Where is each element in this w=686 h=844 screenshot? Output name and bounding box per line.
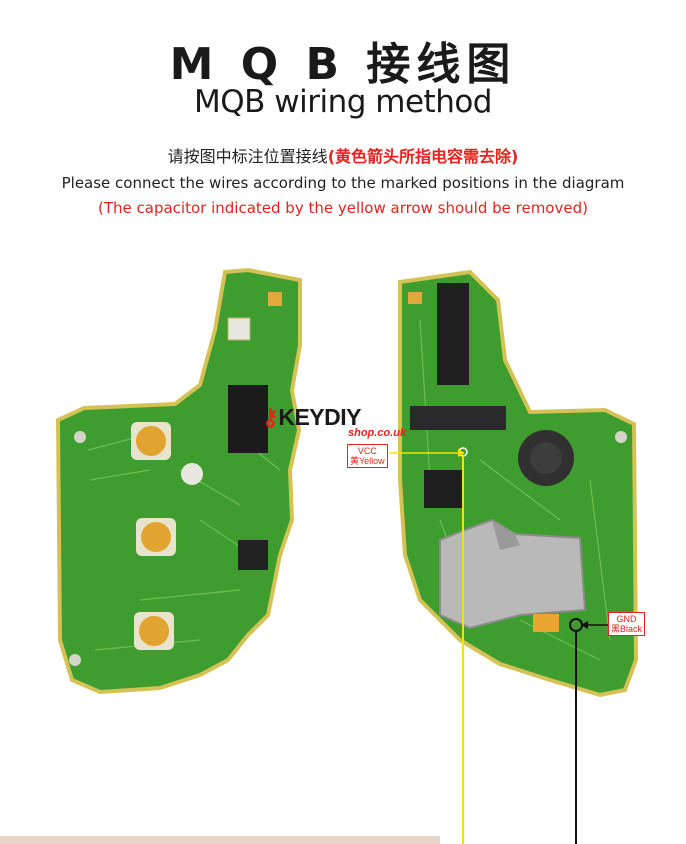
instruction-chinese: 请按图中标注位置接线(黄色箭头所指电容需去除) (0, 143, 686, 167)
instruction-chinese-warning: (黄色箭头所指电容需去除) (327, 147, 519, 166)
connector-icon (410, 406, 506, 430)
chip-icon (228, 385, 268, 453)
gnd-label: GND 黑Black (608, 612, 646, 636)
left-pcb-board (55, 267, 302, 695)
brand-logo: ⚷KEYDIY (262, 404, 361, 431)
right-pcb-board (398, 269, 639, 698)
instruction-english-warning: (The capacitor indicated by the yellow a… (98, 199, 588, 217)
capacitor-icon (533, 614, 559, 632)
component-icon (181, 463, 203, 485)
vcc-label-text: VCC (357, 446, 377, 456)
title-chinese: M Q B 接线图 (169, 39, 517, 90)
brand-name: KEYDIY (278, 404, 361, 430)
instruction-english: Please connect the wires according to th… (61, 174, 625, 192)
chip-icon (437, 283, 469, 385)
title-english: MQB wiring method (194, 84, 493, 120)
vcc-label-color: 黄Yellow (350, 456, 385, 466)
gnd-label-text: GND (616, 614, 637, 624)
key-icon: ⚷ (262, 404, 279, 430)
pad-icon (268, 292, 282, 306)
button-pad-1 (131, 422, 171, 460)
chip-small-icon (424, 470, 462, 508)
brand-site: shop.co.uk (348, 427, 407, 439)
vcc-label: VCC 黄Yellow (347, 444, 388, 468)
button-pad-3 (134, 612, 174, 650)
chip-small-icon (238, 540, 268, 570)
gnd-label-color: 黑Black (611, 624, 643, 634)
led-icon (227, 317, 251, 341)
button-pad-2 (136, 518, 176, 556)
instruction-chinese-main: 请按图中标注位置接线 (167, 147, 328, 166)
battery-clip-icon (439, 518, 587, 630)
